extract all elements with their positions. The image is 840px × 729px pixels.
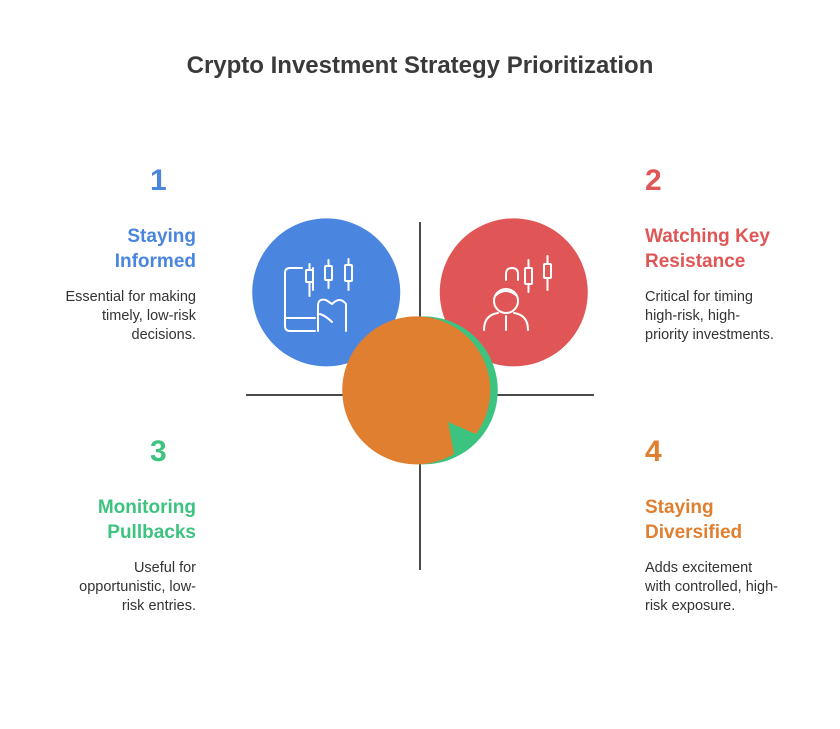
bubble-staying-informed [252, 218, 401, 368]
number-2: 2 [645, 164, 662, 197]
heading-line: Staying [645, 497, 714, 518]
heading-watching-key-resistance: Watching Key Resistance [645, 224, 825, 274]
description-staying-diversified: Adds excitement with controlled, high- r… [645, 559, 825, 616]
heading-line: Monitoring [97, 497, 196, 518]
heading-line: Staying [127, 226, 196, 247]
phone-chart-hand-icon [284, 258, 353, 332]
bubble-watching-key-resistance [439, 218, 588, 368]
description-line: Essential for making [65, 289, 196, 305]
description-monitoring-pullbacks: Useful for opportunistic, low- risk entr… [20, 559, 196, 616]
description-line: priority investments. [645, 327, 774, 343]
description-line: with controlled, high- [645, 579, 778, 595]
heading-staying-diversified: Staying Diversified [645, 495, 825, 545]
heading-line: Informed [114, 251, 196, 272]
heading-line: Watching Key [645, 226, 770, 247]
trader-candlestick-icon [483, 255, 552, 331]
gold-bars-chip-icon [483, 459, 556, 531]
heading-line: Resistance [645, 251, 746, 272]
number-3: 3 [150, 435, 167, 468]
description-line: Critical for timing [645, 289, 753, 305]
heading-monitoring-pullbacks: Monitoring Pullbacks [60, 495, 196, 545]
description-line: high-risk, high- [645, 308, 741, 324]
description-line: risk exposure. [645, 598, 736, 614]
heading-staying-informed: Staying Informed [60, 224, 196, 274]
description-line: risk entries. [121, 598, 196, 614]
phone-candlestick-icon [286, 456, 354, 528]
heading-line: Pullbacks [107, 522, 196, 543]
description-staying-informed: Essential for making timely, low-risk de… [20, 288, 196, 345]
description-line: timely, low-risk [102, 308, 196, 324]
description-line: opportunistic, low- [79, 579, 196, 595]
number-4: 4 [645, 435, 662, 468]
page-title: Crypto Investment Strategy Prioritizatio… [186, 52, 654, 79]
heading-line: Diversified [645, 522, 743, 543]
description-line: Adds excitement [645, 560, 753, 576]
description-line: decisions. [131, 327, 196, 343]
description-line: Useful for [133, 560, 196, 576]
bubble-staying-diversified [342, 316, 556, 531]
description-watching-key-resistance: Critical for timing high-risk, high- pri… [645, 288, 825, 345]
number-1: 1 [150, 164, 167, 197]
